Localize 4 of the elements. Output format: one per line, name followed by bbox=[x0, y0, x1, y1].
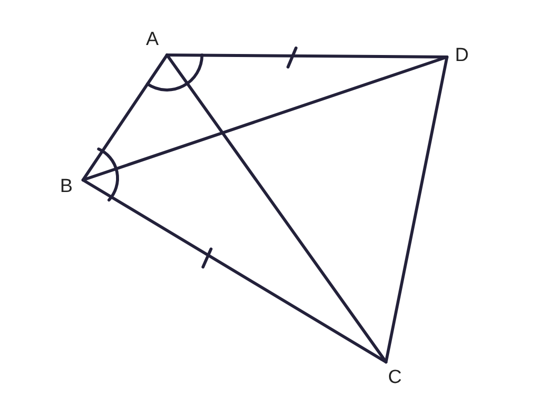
vertex-label: D bbox=[455, 46, 469, 65]
vertex-label: B bbox=[60, 177, 73, 196]
vertex-label: C bbox=[388, 368, 402, 387]
vertex-label: A bbox=[146, 30, 159, 49]
